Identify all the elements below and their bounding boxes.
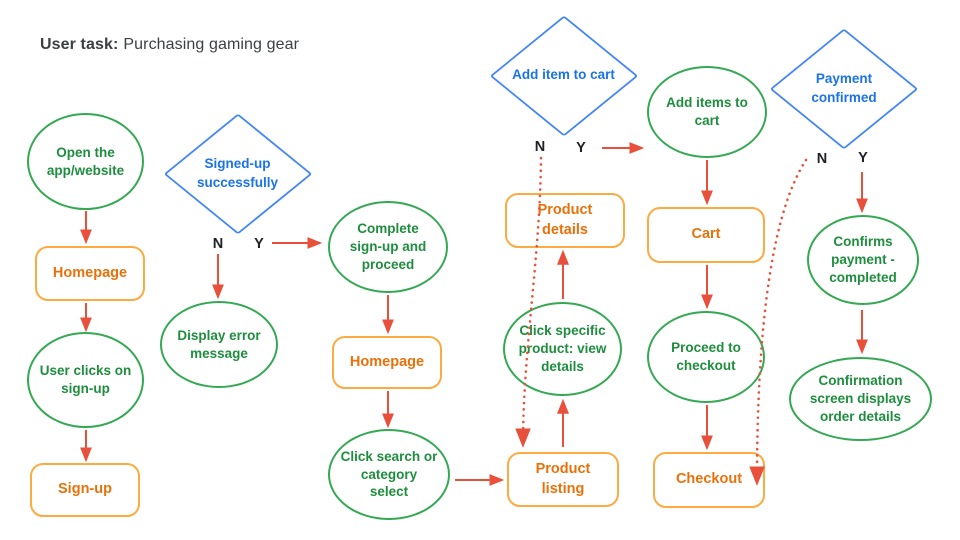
node-cart: Cart — [647, 207, 765, 263]
branch-no-add-item: N — [534, 139, 546, 155]
node-proceed-to-checkout-label: Proceed to checkout — [671, 340, 741, 373]
node-checkout-label: Checkout — [675, 471, 743, 488]
node-display-error: Display error message — [160, 301, 278, 388]
node-homepage-2-label: Homepage — [349, 353, 425, 370]
node-complete-signup: Complete sign-up and proceed — [328, 201, 448, 293]
node-cart-label: Cart — [691, 226, 721, 243]
branch-no-signed-up: N — [212, 236, 224, 252]
branch-yes-signed-up: Y — [254, 236, 264, 252]
decision-payment-confirmed: Payment confirmed — [769, 27, 919, 150]
page-title-text: Purchasing gaming gear — [123, 36, 300, 53]
node-add-items-to-cart-label: Add items to cart — [666, 95, 748, 128]
branch-yes-payment: Y — [858, 150, 868, 166]
node-product-listing-label: Product listing — [535, 461, 591, 497]
node-confirms-payment-label: Confirms payment - completed — [829, 234, 897, 285]
branch-yes-add-item: Y — [576, 140, 586, 156]
node-product-details-label: Product details — [537, 202, 593, 238]
decision-signed-up-label: Signed-up successfully — [196, 156, 279, 190]
node-complete-signup-label: Complete sign-up and proceed — [349, 221, 427, 272]
node-click-specific-product: Click specific product: view details — [503, 302, 622, 396]
node-signup: Sign-up — [30, 463, 140, 517]
node-product-listing: Product listing — [507, 452, 619, 507]
decision-add-item: Add item to cart — [489, 14, 638, 137]
node-product-details: Product details — [505, 193, 625, 248]
node-homepage-1: Homepage — [35, 246, 145, 301]
node-homepage-1-label: Homepage — [52, 264, 128, 281]
node-proceed-to-checkout: Proceed to checkout — [647, 311, 765, 403]
node-click-search: Click search or category select — [328, 429, 450, 520]
decision-add-item-label: Add item to cart — [512, 67, 615, 83]
node-confirmation-screen: Confirmation screen displays order detai… — [789, 357, 932, 441]
branch-no-payment: N — [816, 151, 828, 167]
node-click-specific-product-label: Click specific product: view details — [518, 323, 607, 374]
dotted-payment-no-to-checkout — [749, 158, 808, 486]
node-display-error-label: Display error message — [177, 327, 261, 361]
node-user-clicks-signup-label: User clicks on sign-up — [39, 363, 132, 396]
page-title-prefix: User task: — [40, 36, 119, 53]
page-title: User task:Purchasing gaming gear — [40, 36, 299, 54]
node-open-app-label: Open the app/website — [46, 144, 125, 178]
node-user-clicks-signup: User clicks on sign-up — [27, 332, 144, 428]
node-homepage-2: Homepage — [332, 336, 442, 389]
node-open-app: Open the app/website — [27, 113, 144, 210]
decision-signed-up: Signed-up successfully — [163, 112, 312, 235]
node-confirms-payment: Confirms payment - completed — [807, 215, 919, 305]
node-checkout: Checkout — [653, 452, 765, 508]
node-confirmation-screen-label: Confirmation screen displays order detai… — [809, 373, 912, 424]
decision-payment-confirmed-label: Payment confirmed — [811, 71, 877, 105]
node-signup-label: Sign-up — [58, 481, 112, 498]
node-add-items-to-cart: Add items to cart — [647, 66, 767, 158]
node-click-search-label: Click search or category select — [340, 448, 438, 500]
